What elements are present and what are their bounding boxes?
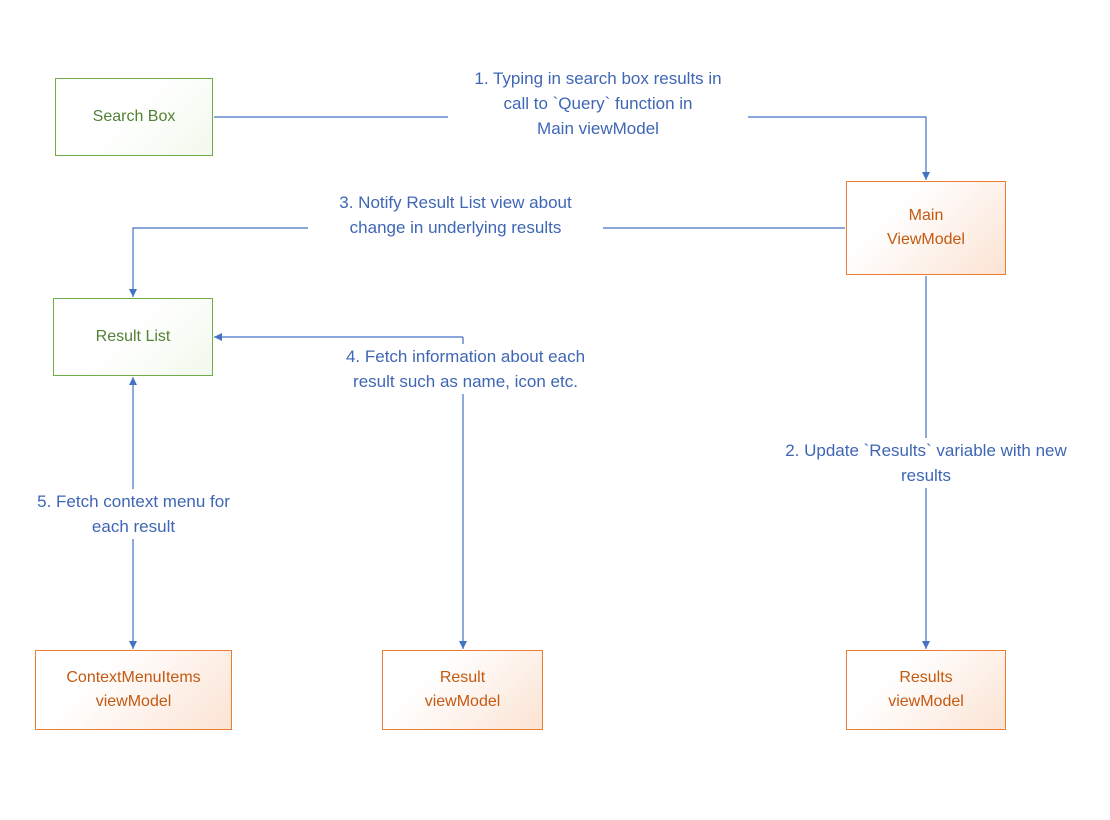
node-contextmenuitems-viewmodel: ContextMenuItems viewModel xyxy=(35,650,232,730)
connector-step3 xyxy=(129,227,845,297)
annotation-step1: 1. Typing in search box results in call … xyxy=(448,66,748,141)
annotation-step4: 4. Fetch information about each result s… xyxy=(318,344,613,394)
annotation-step3: 3. Notify Result List view about change … xyxy=(308,190,603,240)
node-result-list: Result List xyxy=(53,298,213,376)
annotation-step2: 2. Update `Results` variable with new re… xyxy=(756,438,1096,488)
node-main-viewmodel: Main ViewModel xyxy=(846,181,1006,275)
node-results-viewmodel: Results viewModel xyxy=(846,650,1006,730)
node-search-box: Search Box xyxy=(55,78,213,156)
annotation-step5: 5. Fetch context menu for each result xyxy=(23,489,244,539)
node-result-viewmodel: Result viewModel xyxy=(382,650,543,730)
